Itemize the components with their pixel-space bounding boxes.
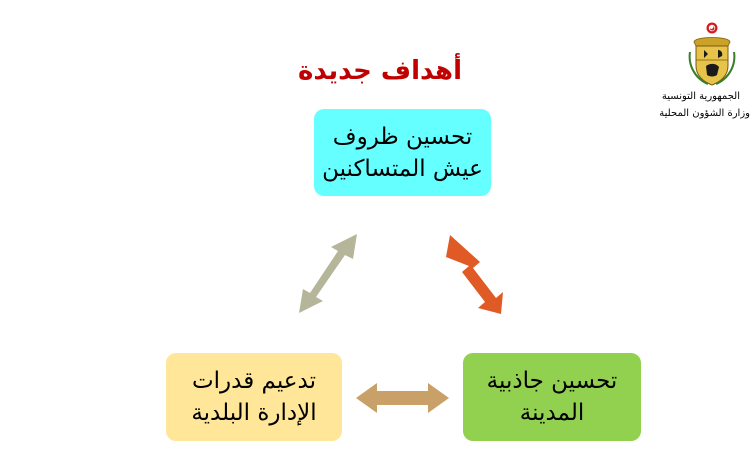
- goal-box-line: تحسين جاذبية: [486, 368, 618, 394]
- ministry-header: الجمهورية التونسية وزارة الشؤون المحلية: [600, 88, 750, 122]
- slide-title: أهداف جديدة: [297, 56, 462, 86]
- double-arrow-bottom: [356, 383, 449, 413]
- header-ministry: وزارة الشؤون المحلية: [659, 108, 750, 119]
- goal-box-line: تحسين ظروف: [332, 123, 473, 150]
- double-arrow-left-top: [299, 234, 357, 313]
- tunisia-coat-of-arms-icon: [688, 22, 736, 86]
- goal-box-living-conditions: تحسين ظروف عيش المتساكنين: [314, 109, 491, 196]
- goal-box-line: المدينة: [519, 400, 585, 426]
- goal-box-city-attractiveness: تحسين جاذبية المدينة: [463, 353, 641, 441]
- header-country: الجمهورية التونسية: [661, 91, 740, 102]
- goal-box-municipal-capacity: تدعيم قدرات الإدارة البلدية: [166, 353, 342, 441]
- goal-box-line: الإدارة البلدية: [191, 400, 317, 426]
- goal-box-line: تدعيم قدرات: [192, 368, 316, 394]
- goal-box-line: عيش المتساكنين: [322, 155, 483, 182]
- double-arrow-top-right: [446, 235, 503, 314]
